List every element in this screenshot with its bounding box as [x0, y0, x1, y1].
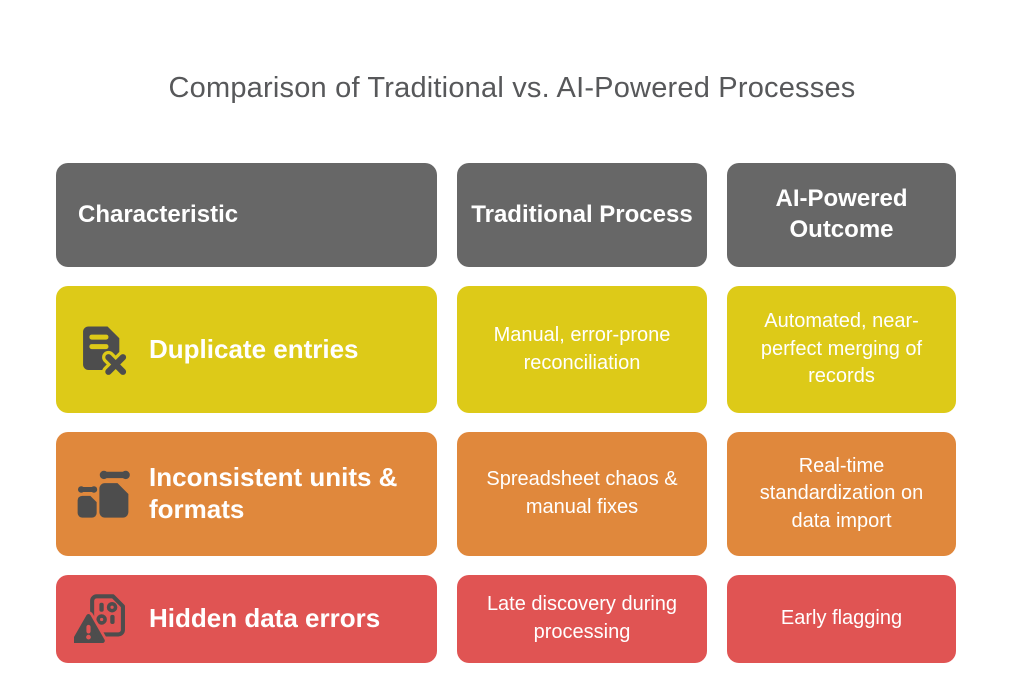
characteristic-label: Hidden data errors [149, 603, 381, 634]
header-traditional-process: Traditional Process [457, 163, 707, 267]
row-hidden-data-errors-traditional: Late discovery during processing [457, 575, 707, 663]
cell-text: Early flagging [780, 607, 903, 630]
characteristic-label: Inconsistent units & formats [149, 462, 398, 524]
document-delete-icon [83, 325, 130, 378]
header-label: Characteristic [78, 200, 239, 228]
header-label: AI-Powered Outcome [775, 185, 908, 243]
row-duplicate-entries-traditional: Manual, error-prone reconciliation [457, 286, 707, 413]
row-hidden-data-errors-ai-powered: Early flagging [727, 575, 956, 663]
cell-text: Late discovery during processing [486, 593, 678, 643]
row-inconsistent-units-traditional: Spreadsheet chaos & manual fixes [457, 432, 707, 556]
data-warning-icon [74, 594, 125, 646]
cell-text: Automated, near-perfect merging of recor… [760, 310, 923, 388]
header-ai-powered-outcome: AI-Powered Outcome [727, 163, 956, 267]
row-inconsistent-units-ai-powered: Real-time standardization on data import [727, 432, 956, 556]
cell-text: Spreadsheet chaos & manual fixes [486, 468, 678, 518]
row-hidden-data-errors-characteristic: Hidden data errors [56, 575, 437, 663]
row-duplicate-entries-ai-powered: Automated, near-perfect merging of recor… [727, 286, 956, 413]
weights-icon [77, 470, 130, 518]
comparison-table: Characteristic Traditional Process AI-Po… [56, 163, 956, 663]
cell-text: Manual, error-prone reconciliation [493, 323, 671, 374]
characteristic-label: Duplicate entries [149, 333, 359, 364]
row-inconsistent-units-characteristic: Inconsistent units & formats [56, 432, 437, 556]
row-duplicate-entries-characteristic: Duplicate entries [56, 286, 437, 413]
header-characteristic: Characteristic [56, 163, 437, 267]
header-label: Traditional Process [471, 200, 693, 228]
page-title: Comparison of Traditional vs. AI-Powered… [168, 72, 856, 104]
cell-text: Real-time standardization on data import [759, 454, 924, 532]
